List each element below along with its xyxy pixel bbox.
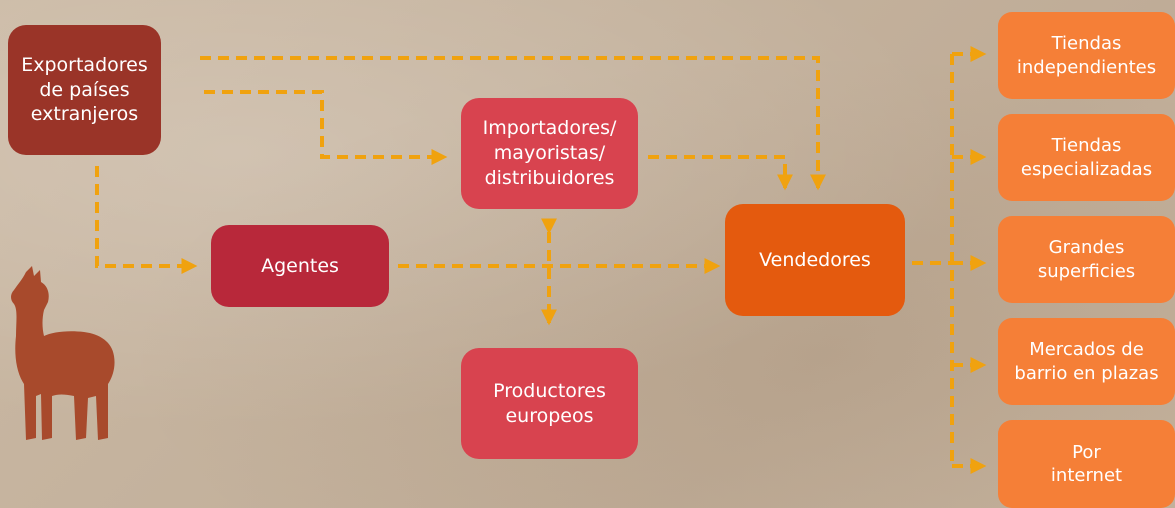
neighborhood-markets-node: Mercados de barrio en plazas: [998, 318, 1175, 405]
exporters-node: Exportadores de países extranjeros: [8, 25, 161, 155]
alpaca-silhouette-icon: [11, 266, 115, 440]
exporters-label: Exportadores de países extranjeros: [21, 53, 148, 126]
large-surfaces-node: Grandes superficies: [998, 216, 1175, 303]
agents-label: Agentes: [261, 254, 339, 277]
arrow-exporters-to-importers: [204, 90, 448, 165]
specialized-stores-label: Tiendas especializadas: [1020, 135, 1153, 180]
sellers-node: Vendedores: [725, 204, 905, 316]
arrow-exporters-to-agents: [95, 166, 198, 274]
agents-node: Agentes: [211, 225, 389, 307]
internet-label: Por internet: [1050, 441, 1123, 486]
large-surfaces-label: Grandes superficies: [1037, 237, 1136, 282]
producers-label: Productores europeos: [493, 379, 606, 427]
neighborhood-markets-label: Mercados de barrio en plazas: [1014, 339, 1159, 384]
arrow-importers-to-sellers: [648, 155, 793, 191]
producers-node: Productores europeos: [461, 348, 638, 459]
independent-stores-label: Tiendas independientes: [1016, 33, 1157, 78]
independent-stores-node: Tiendas independientes: [998, 12, 1175, 99]
importers-label: Importadores/ mayoristas/ distribuidores: [482, 117, 617, 189]
internet-node: Por internet: [998, 420, 1175, 508]
importers-node: Importadores/ mayoristas/ distribuidores: [461, 98, 638, 209]
sellers-label: Vendedores: [759, 248, 871, 271]
arrow-exporters-to-sellers: [200, 56, 826, 191]
specialized-stores-node: Tiendas especializadas: [998, 114, 1175, 201]
